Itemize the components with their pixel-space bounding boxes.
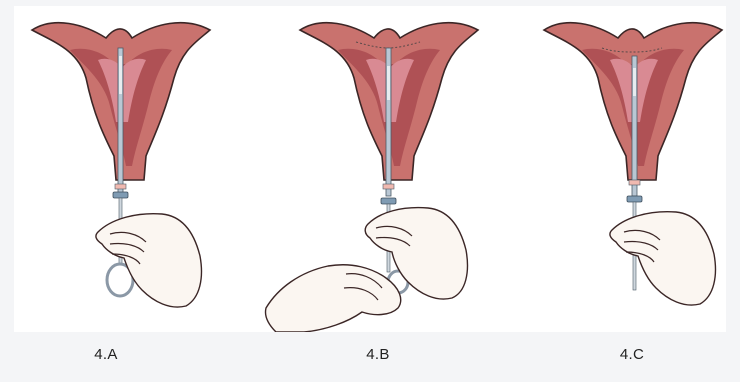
caption-4c: 4.C bbox=[572, 346, 692, 363]
panel-4c bbox=[494, 6, 726, 332]
caption-4b: 4.B bbox=[318, 346, 438, 363]
caption-4a: 4.A bbox=[46, 346, 166, 363]
hand bbox=[610, 212, 716, 305]
illustration-canvas bbox=[14, 6, 726, 332]
panel-4a-illustration bbox=[14, 6, 246, 332]
panel-4c-illustration bbox=[494, 6, 726, 332]
panel-4b bbox=[252, 6, 492, 332]
lower-hand bbox=[265, 265, 400, 332]
panel-4a bbox=[14, 6, 246, 332]
panel-4b-illustration bbox=[252, 6, 492, 332]
